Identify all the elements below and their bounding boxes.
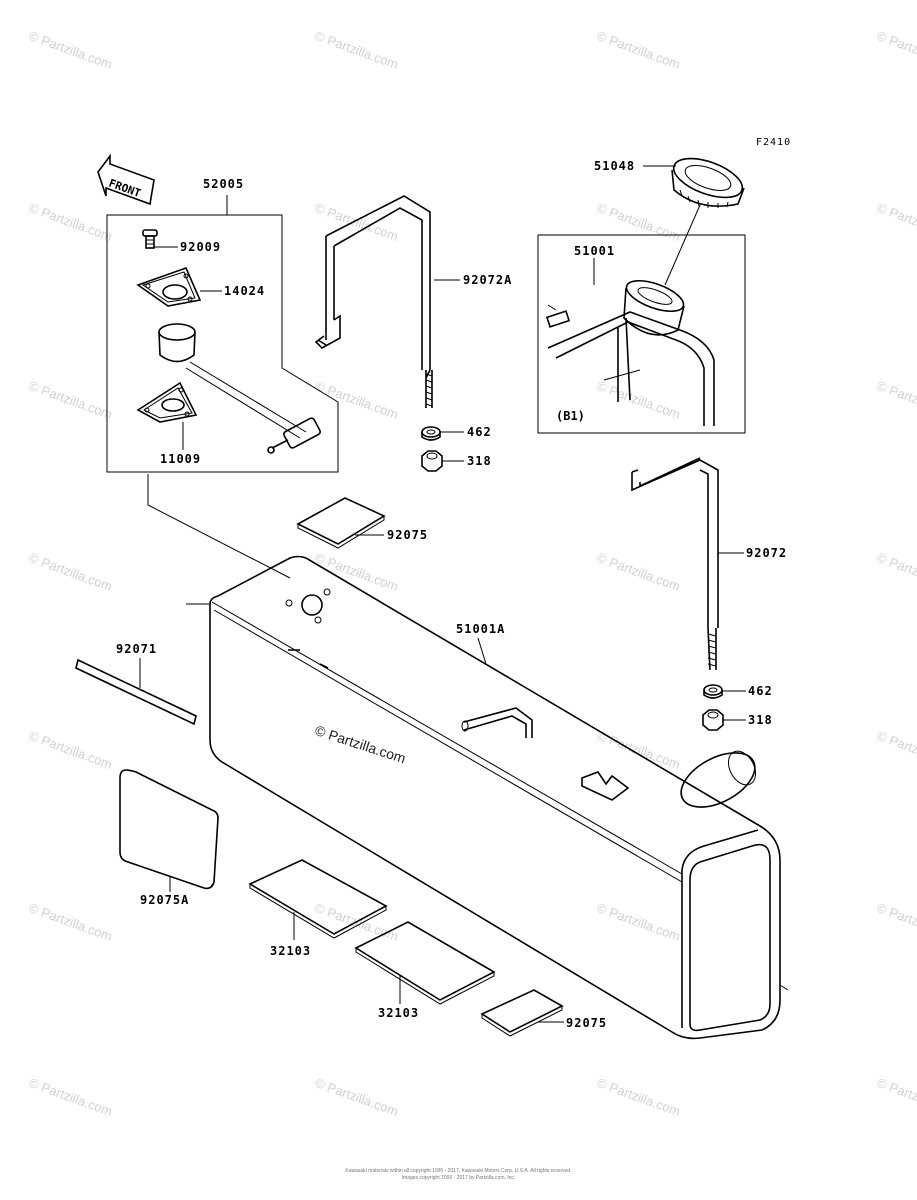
- part-label-462-lower: 462: [748, 684, 773, 698]
- part-label-52005: 52005: [203, 177, 245, 191]
- sender-assembly-bracket: [106, 195, 339, 473]
- sender-unit: [136, 323, 321, 454]
- figure-code: F2410: [756, 137, 792, 148]
- part-label-318-upper: 318: [467, 454, 492, 468]
- pad-32103-b: [354, 921, 496, 1005]
- washer-462-upper: [421, 426, 464, 441]
- part-label-51001A: 51001A: [456, 622, 506, 636]
- part-label-92072A: 92072A: [463, 273, 513, 287]
- front-label: FRONT: [107, 177, 143, 201]
- part-label-92071: 92071: [116, 642, 158, 656]
- pad-92075A: [119, 769, 219, 892]
- nut-318-lower: [702, 709, 746, 731]
- part-label-32103-a: 32103: [270, 944, 312, 958]
- part-label-92072: 92072: [746, 546, 788, 560]
- footer-copyright-line2: Images copyright 2000 - 2017 by Partzill…: [401, 1175, 516, 1181]
- nut-318-upper: [421, 450, 464, 472]
- detail-box-b1: (B1): [537, 234, 746, 434]
- part-label-92075-upper: 92075: [387, 528, 429, 542]
- strap-92072: [631, 457, 744, 671]
- part-label-51048: 51048: [594, 159, 636, 173]
- part-label-14024: 14024: [224, 284, 266, 298]
- part-label-318-lower: 318: [748, 713, 773, 727]
- leader-line: [147, 474, 291, 579]
- gasket-14024: [136, 266, 222, 307]
- part-label-92075-lower: 92075: [566, 1016, 608, 1030]
- strip-92071: [75, 658, 197, 726]
- subassembly-label: (B1): [556, 409, 585, 423]
- bolt-92009: [142, 229, 178, 249]
- strap-92072A: [314, 195, 460, 408]
- part-label-11009: 11009: [160, 452, 202, 466]
- front-arrow-icon: FRONT: [97, 153, 155, 206]
- part-label-462-upper: 462: [467, 425, 492, 439]
- fuel-tank-51001A: [186, 555, 789, 1040]
- pad-92075-lower: [480, 989, 564, 1037]
- part-label-32103-b: 32103: [378, 1006, 420, 1020]
- pad-32103-a: [248, 859, 388, 940]
- washer-462-lower: [703, 684, 746, 699]
- part-label-92075A: 92075A: [140, 893, 190, 907]
- pad-92075-upper: [296, 497, 386, 549]
- part-label-51001: 51001: [574, 244, 616, 258]
- footer-copyright-line1: Kawasaki materials within all copyright …: [345, 1168, 572, 1174]
- cap-51048: [643, 157, 745, 286]
- part-label-92009: 92009: [180, 240, 222, 254]
